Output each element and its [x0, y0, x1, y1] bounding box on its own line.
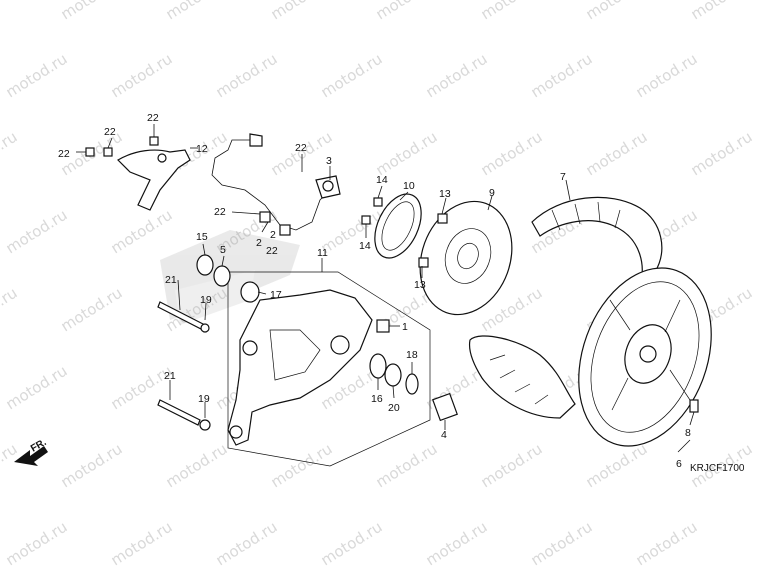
callout-4: 4 — [441, 429, 447, 441]
watermark-text: motod.ru — [58, 284, 126, 336]
callout-17: 17 — [270, 289, 282, 301]
callout-15: 15 — [196, 231, 208, 243]
part-6-rim — [578, 267, 712, 447]
watermark-text: motod.ru — [3, 206, 71, 258]
callout-19a: 19 — [200, 294, 212, 306]
callout-22c: 22 — [147, 112, 159, 124]
watermark-text: motod.ru — [3, 518, 71, 570]
part-9-brake-disc — [419, 200, 513, 316]
callout-22a: 22 — [58, 148, 70, 160]
watermark-text: motod.ru — [163, 0, 231, 23]
watermark-text: motod.ru — [0, 128, 20, 180]
watermark-text: motod.ru — [163, 440, 231, 492]
watermark-text: motod.ru — [373, 128, 441, 180]
callout-5: 5 — [220, 244, 226, 256]
callout-10: 10 — [403, 180, 415, 192]
watermark-text: motod.ru — [423, 518, 491, 570]
watermark-text: motod.ru — [478, 0, 546, 23]
part-12-bracket — [117, 149, 191, 211]
callout-13a: 13 — [439, 188, 451, 200]
watermark-text: motod.ru — [213, 518, 281, 570]
watermark-text: motod.ru — [688, 128, 756, 180]
callout-12: 12 — [196, 143, 208, 155]
callout-21b: 21 — [164, 370, 176, 382]
callout-13b: 13 — [414, 279, 426, 291]
callout-6: 6 — [676, 458, 682, 470]
watermark-text: motod.ru — [583, 0, 651, 23]
watermark-text: motod.ru — [3, 362, 71, 414]
callout-18: 18 — [406, 349, 418, 361]
bolt-21-group — [157, 301, 211, 431]
diagram-code: KRJCF1700 — [690, 463, 745, 474]
watermark-text: motod.ru — [3, 50, 71, 102]
callout-11: 11 — [317, 247, 328, 259]
watermark-text: motod.ru — [478, 128, 546, 180]
watermark-text: motod.ru — [58, 0, 126, 23]
watermark-text: motod.ru — [0, 440, 20, 492]
front-direction-arrow — [14, 446, 48, 466]
callout-3: 3 — [326, 155, 332, 167]
watermark-text: motod.ru — [583, 440, 651, 492]
callout-2a: 2 — [256, 237, 262, 249]
watermark-text: motod.ru — [318, 518, 386, 570]
watermark-text: motod.ru — [528, 518, 596, 570]
callout-14b: 14 — [359, 240, 371, 252]
part-11-swing-arm — [227, 289, 373, 446]
part-7-tire — [468, 196, 663, 419]
watermark-text: motod.ru — [373, 440, 441, 492]
watermark-text: motod.ru — [0, 284, 20, 336]
callout-22d: 22 — [295, 142, 307, 154]
part-10-sensor-ring — [374, 193, 422, 259]
watermark-text: motod.ru — [633, 518, 701, 570]
callout-9: 9 — [489, 187, 495, 199]
callout-7: 7 — [560, 171, 566, 183]
watermark-text: motod.ru — [0, 0, 20, 23]
callout-22b: 22 — [104, 126, 116, 138]
callout-8: 8 — [685, 427, 691, 439]
callout-2b: 2 — [270, 229, 276, 241]
callout-22e: 22 — [214, 206, 226, 218]
watermark-text: motod.ru — [108, 518, 176, 570]
callout-16: 16 — [371, 393, 383, 405]
part-1-collar — [376, 319, 390, 333]
callout-22f: 22 — [266, 245, 278, 257]
watermark-text: motod.ru — [213, 50, 281, 102]
part-8-valve — [689, 399, 699, 413]
callout-21a: 21 — [165, 274, 177, 286]
watermark-text: motod.ru — [108, 50, 176, 102]
watermark-text: motod.ru — [373, 0, 441, 23]
watermark-text: motod.ru — [423, 50, 491, 102]
watermark-text: motod.ru — [268, 440, 336, 492]
leader-lines — [76, 124, 695, 453]
bearing-group — [196, 254, 260, 303]
watermark-text: motod.ru — [58, 440, 126, 492]
watermark-text: motod.ru — [633, 50, 701, 102]
watermark-text: motod.ru — [528, 50, 596, 102]
watermark-text: motod.ru — [688, 0, 756, 23]
callout-19b: 19 — [198, 393, 210, 405]
callout-20: 20 — [388, 402, 400, 414]
callout-1: 1 — [402, 321, 408, 333]
watermark-text: motod.ru — [268, 0, 336, 23]
watermark-text: motod.ru — [478, 440, 546, 492]
assembly-outline — [227, 271, 431, 467]
watermark-text: motod.ru — [583, 128, 651, 180]
part-4-collar — [432, 392, 458, 422]
bolt-13-group — [418, 213, 448, 268]
watermark-text: motod.ru — [108, 206, 176, 258]
watermark-text: motod.ru — [318, 50, 386, 102]
sensor-wire — [211, 133, 341, 236]
callout-14a: 14 — [376, 174, 388, 186]
